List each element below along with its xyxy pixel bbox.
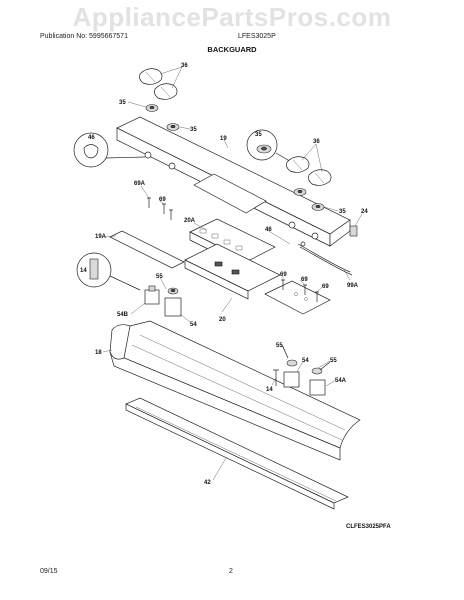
switch-lower-right xyxy=(309,379,326,396)
callout-19A: 19A xyxy=(95,234,107,240)
backguard-panel xyxy=(116,116,351,247)
callout-24: 24 xyxy=(361,209,368,215)
callout-55: 55 xyxy=(330,358,337,364)
callout-46: 46 xyxy=(265,227,272,233)
knob-right-2 xyxy=(308,169,332,186)
knob-right-1 xyxy=(286,156,310,173)
callout-36: 36 xyxy=(181,63,188,69)
section-title: BACKGUARD xyxy=(207,45,257,54)
callout-35: 35 xyxy=(190,127,197,133)
callout-55: 55 xyxy=(156,274,163,280)
electronic-control xyxy=(184,243,281,300)
leader-lines xyxy=(102,66,363,481)
callout-69: 69 xyxy=(159,197,166,203)
callout-69: 69 xyxy=(301,277,308,283)
model-number: LFES3025P xyxy=(238,33,276,40)
callout-54: 54 xyxy=(190,322,197,328)
callout-54A: 54A xyxy=(335,378,347,384)
page-number: 2 xyxy=(229,568,233,575)
callout-42: 42 xyxy=(204,480,211,486)
callout-18: 18 xyxy=(95,350,102,356)
callout-69: 69 xyxy=(280,272,287,278)
callout-99A: 99A xyxy=(347,283,359,289)
footer-date: 09/15 xyxy=(40,568,58,575)
callout-35: 35 xyxy=(119,100,126,106)
switch-lower-left xyxy=(283,371,300,388)
callout-20: 20 xyxy=(219,317,226,323)
bracket-right xyxy=(264,280,331,315)
callout-35: 35 xyxy=(339,209,346,215)
knob-upper-2 xyxy=(154,83,178,100)
callout-55: 55 xyxy=(276,343,283,349)
backguard-housing xyxy=(109,320,361,461)
publication-number: Publication No: 5995667571 xyxy=(40,33,128,40)
watermark: AppliancePartsPros.com xyxy=(72,2,392,32)
callout-69A: 69A xyxy=(134,181,146,187)
callout-35: 35 xyxy=(255,132,262,138)
callout-19: 19 xyxy=(220,136,227,142)
infinite-switch-left xyxy=(144,289,160,305)
trim-strip xyxy=(109,230,185,269)
knob-upper-1 xyxy=(139,68,163,85)
callout-69: 69 xyxy=(322,284,329,290)
callout-54B: 54B xyxy=(117,312,129,318)
callout-36: 36 xyxy=(313,139,320,145)
callout-14: 14 xyxy=(80,268,87,274)
switch-part xyxy=(349,225,358,237)
figure-code: CLFES3025PFA xyxy=(346,524,391,530)
rear-panel xyxy=(125,397,349,510)
callout-54: 54 xyxy=(302,358,309,364)
callout-46: 46 xyxy=(88,135,95,141)
callout-20A: 20A xyxy=(184,218,196,224)
wire-harness xyxy=(297,243,351,273)
callout-14: 14 xyxy=(266,387,273,393)
infinite-switch-center xyxy=(164,297,182,317)
